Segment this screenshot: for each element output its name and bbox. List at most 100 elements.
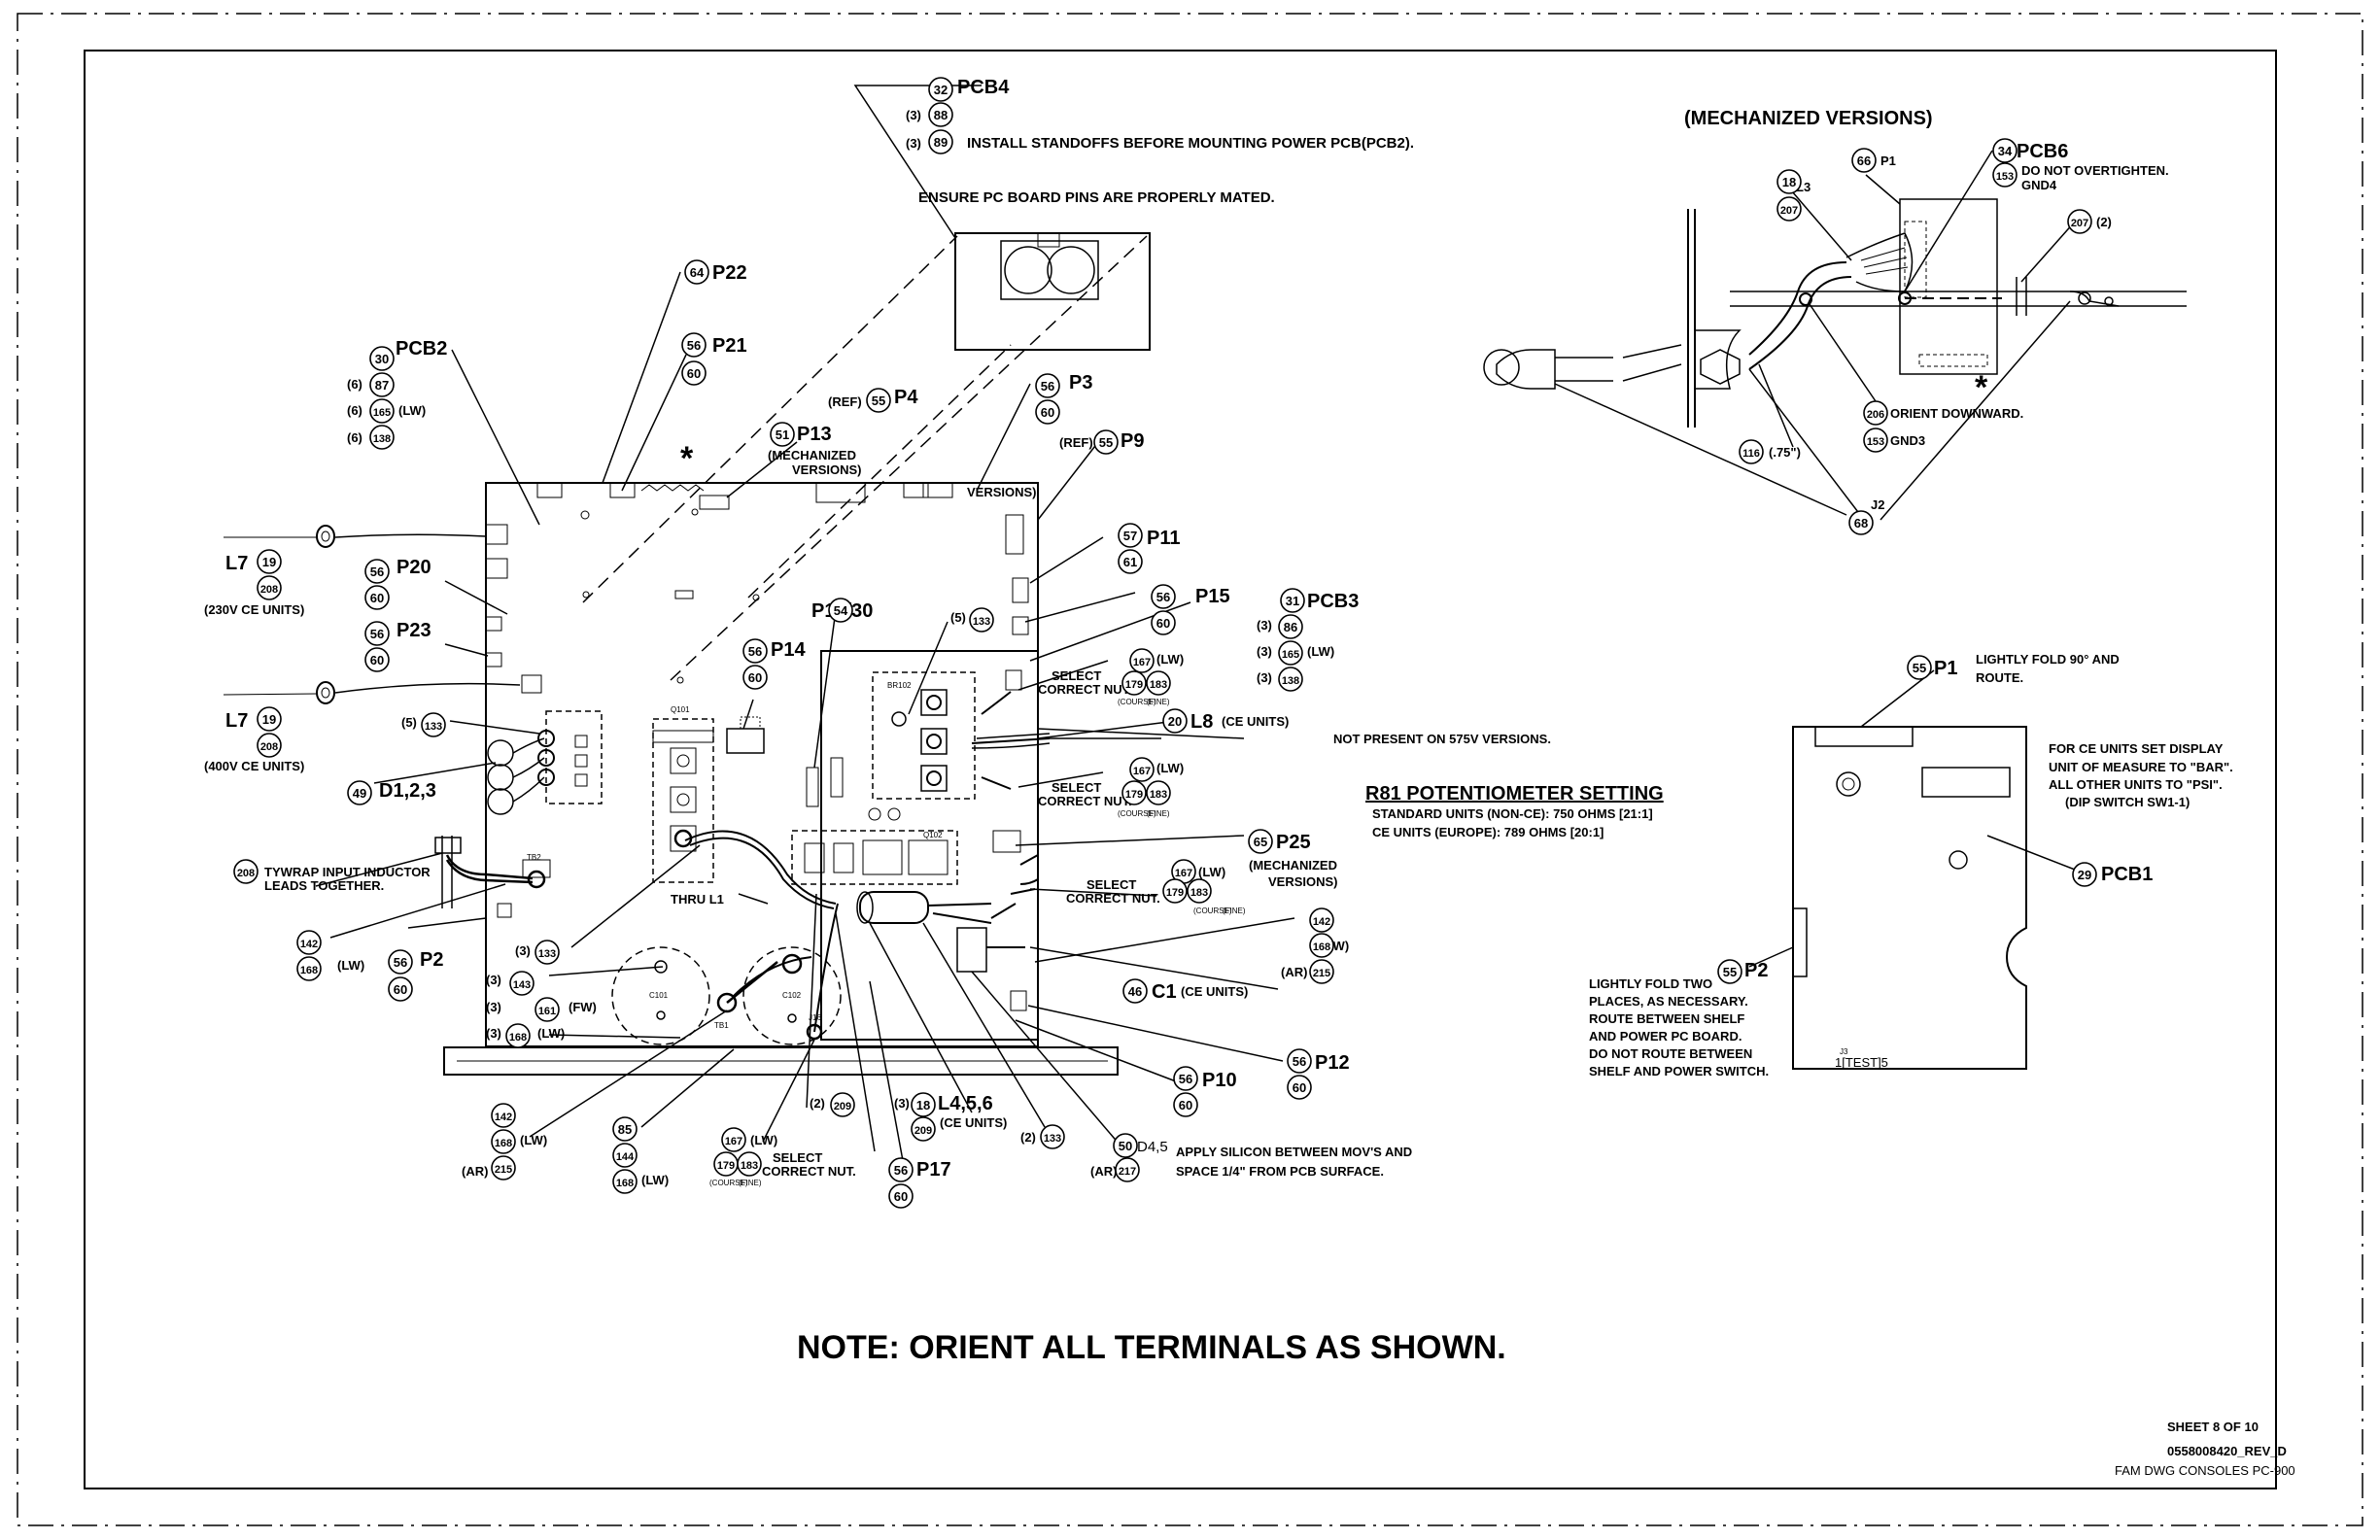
item-balloon: 208 xyxy=(257,733,282,758)
item-number: 206 xyxy=(1867,409,1884,421)
ensure-pins-note: ENSURE PC BOARD PINS ARE PROPERLY MATED. xyxy=(918,189,1275,206)
item-number: 133 xyxy=(538,948,556,960)
item-balloon: 209 xyxy=(911,1116,936,1142)
item-balloon: 54 xyxy=(828,598,853,623)
item-balloon: 66 xyxy=(1851,148,1877,173)
item-balloon: 18 xyxy=(911,1092,936,1117)
svg-text:(FINE): (FINE) xyxy=(1147,809,1170,818)
svg-text:(FW): (FW) xyxy=(569,1000,597,1014)
item-balloon: 60 xyxy=(388,976,413,1002)
svg-text:ALL OTHER UNITS TO "PSI".: ALL OTHER UNITS TO "PSI". xyxy=(2049,777,2223,792)
svg-text:(3): (3) xyxy=(1257,670,1272,685)
svg-text:(FINE): (FINE) xyxy=(1223,907,1246,915)
svg-text:(COURSE): (COURSE) xyxy=(709,1179,748,1187)
item-number: 60 xyxy=(748,670,762,685)
item-balloon: 144 xyxy=(612,1143,638,1168)
item-number: 56 xyxy=(748,644,762,659)
item-number: 61 xyxy=(1123,555,1137,569)
item-balloon: 86 xyxy=(1278,614,1303,639)
item-balloon: 142 xyxy=(491,1103,516,1128)
item-number: 142 xyxy=(1313,916,1330,928)
svg-text:(LW): (LW) xyxy=(1198,865,1225,879)
item-balloon: 207 xyxy=(2067,209,2092,234)
item-number: 168 xyxy=(300,965,318,976)
item-number: 60 xyxy=(1041,405,1054,420)
svg-text:ROUTE BETWEEN SHELF: ROUTE BETWEEN SHELF xyxy=(1589,1011,1744,1026)
svg-text:TYWRAP INPUT INDUCTOR: TYWRAP INPUT INDUCTOR xyxy=(264,865,431,879)
item-balloon: 165 xyxy=(1278,640,1303,666)
item-balloon: 56 xyxy=(364,621,390,646)
svg-text:SELECT: SELECT xyxy=(773,1150,822,1165)
svg-text:P12: P12 xyxy=(1315,1052,1350,1074)
svg-text:(LW): (LW) xyxy=(398,403,426,418)
item-number: 56 xyxy=(394,955,407,970)
svg-text:DO NOT ROUTE BETWEEN: DO NOT ROUTE BETWEEN xyxy=(1589,1046,1752,1061)
item-number: 208 xyxy=(237,868,255,879)
svg-text:(CE UNITS): (CE UNITS) xyxy=(1222,714,1289,729)
item-number: 60 xyxy=(687,366,701,381)
item-balloon: 60 xyxy=(742,665,768,690)
item-number: 183 xyxy=(741,1160,758,1172)
item-number: 32 xyxy=(934,83,948,97)
item-number: 183 xyxy=(1190,887,1208,899)
svg-text:P20: P20 xyxy=(397,557,431,578)
svg-text:(400V CE UNITS): (400V CE UNITS) xyxy=(204,759,304,773)
drawing-text: PCB4 (3) (3) INSTALL STANDOFFS BEFORE MO… xyxy=(204,77,2295,1478)
item-number: 179 xyxy=(1125,679,1143,691)
item-balloon: 61 xyxy=(1118,549,1143,574)
item-balloon: 56 xyxy=(364,559,390,584)
item-number: 208 xyxy=(260,584,278,596)
item-number: 87 xyxy=(375,378,389,393)
item-number: 153 xyxy=(1996,171,2014,183)
item-balloon: 20 xyxy=(1162,708,1188,734)
svg-text:(REF): (REF) xyxy=(1059,435,1093,450)
item-balloon: 64 xyxy=(684,259,709,285)
item-balloon: 56 xyxy=(1287,1048,1312,1074)
item-balloon: 215 xyxy=(491,1155,516,1181)
item-number: 31 xyxy=(1286,594,1299,608)
pcb2-outline xyxy=(485,482,1039,1047)
item-balloon: 57 xyxy=(1118,523,1143,548)
svg-text:P9: P9 xyxy=(1121,430,1144,452)
item-balloon: 89 xyxy=(928,129,953,154)
item-number: 18 xyxy=(1782,175,1796,189)
item-balloon: 31 xyxy=(1280,588,1305,613)
svg-text:C101: C101 xyxy=(649,991,669,1000)
item-balloon: 56 xyxy=(1173,1066,1198,1091)
item-balloon: 60 xyxy=(364,585,390,610)
item-number: 19 xyxy=(262,555,276,569)
svg-text:UNIT OF MEASURE TO "BAR".: UNIT OF MEASURE TO "BAR". xyxy=(2049,760,2233,774)
svg-text:PLACES, AS NECESSARY.: PLACES, AS NECESSARY. xyxy=(1589,994,1748,1009)
svg-text:P13: P13 xyxy=(797,424,832,445)
svg-text:LIGHTLY FOLD 90° AND: LIGHTLY FOLD 90° AND xyxy=(1976,652,2120,667)
item-balloon: 55 xyxy=(1093,429,1119,455)
svg-text:THRU L1: THRU L1 xyxy=(671,892,724,907)
item-number: 56 xyxy=(1179,1072,1192,1086)
item-number: 60 xyxy=(370,653,384,667)
item-number: 167 xyxy=(1133,766,1151,777)
svg-text:(LW): (LW) xyxy=(537,1026,565,1041)
item-number: 50 xyxy=(1119,1139,1132,1153)
item-balloon: 49 xyxy=(347,780,372,805)
svg-text:VERSIONS): VERSIONS) xyxy=(967,485,1037,499)
item-number: 56 xyxy=(687,338,701,353)
item-number: 66 xyxy=(1857,154,1871,168)
svg-text:P15: P15 xyxy=(1195,586,1230,607)
item-balloon: 215 xyxy=(1309,959,1334,984)
item-number: 168 xyxy=(1313,941,1330,953)
item-number: 179 xyxy=(717,1160,735,1172)
item-balloon: 208 xyxy=(257,575,282,600)
item-number: 183 xyxy=(1150,679,1167,691)
item-balloon: 153 xyxy=(1863,428,1888,453)
item-number: 138 xyxy=(1282,675,1299,687)
mechanized-inset xyxy=(1483,150,2187,521)
svg-text:J2: J2 xyxy=(1871,497,1884,512)
r81-title: R81 POTENTIOMETER SETTING xyxy=(1365,783,1664,804)
item-number: 86 xyxy=(1284,620,1297,634)
item-balloon: 56 xyxy=(1035,373,1060,398)
item-balloon: 179 xyxy=(1121,780,1147,805)
item-balloon: 167 xyxy=(1129,648,1155,673)
svg-text:LIGHTLY FOLD TWO: LIGHTLY FOLD TWO xyxy=(1589,976,1712,991)
shelf xyxy=(443,1046,1119,1076)
